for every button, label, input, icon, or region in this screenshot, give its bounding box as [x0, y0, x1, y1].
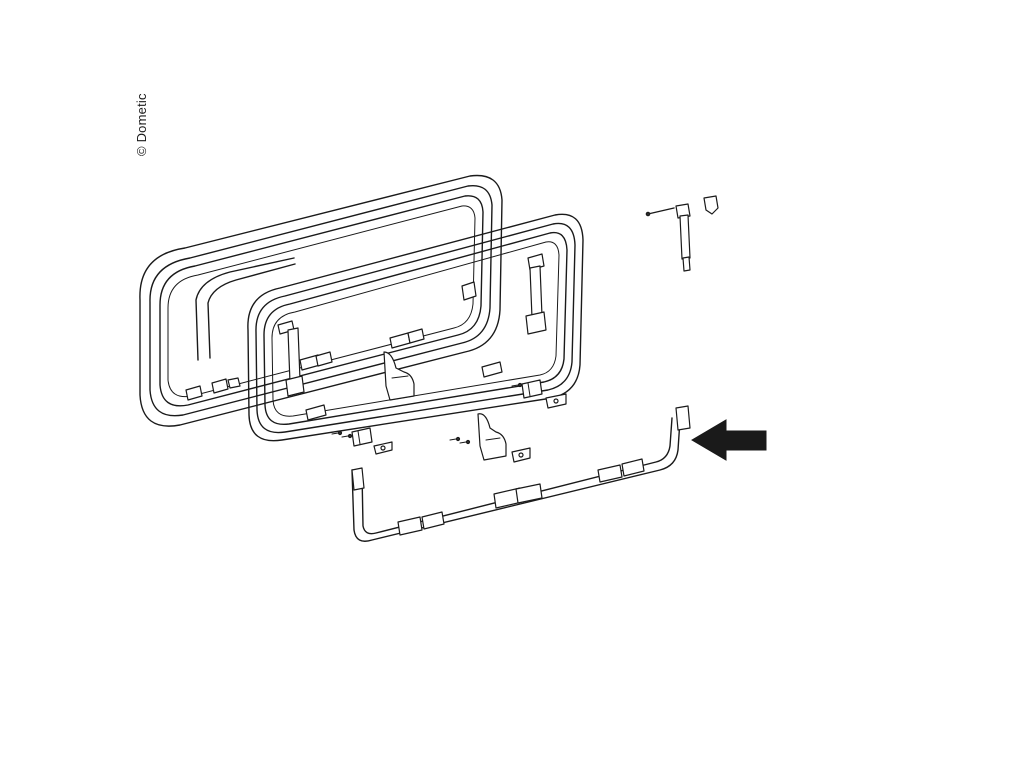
inner-sash	[247, 213, 584, 442]
loose-fittings	[331, 195, 719, 463]
bottom-rail	[351, 405, 691, 542]
outer-frame	[139, 174, 503, 427]
arrow-left-icon	[691, 419, 767, 461]
